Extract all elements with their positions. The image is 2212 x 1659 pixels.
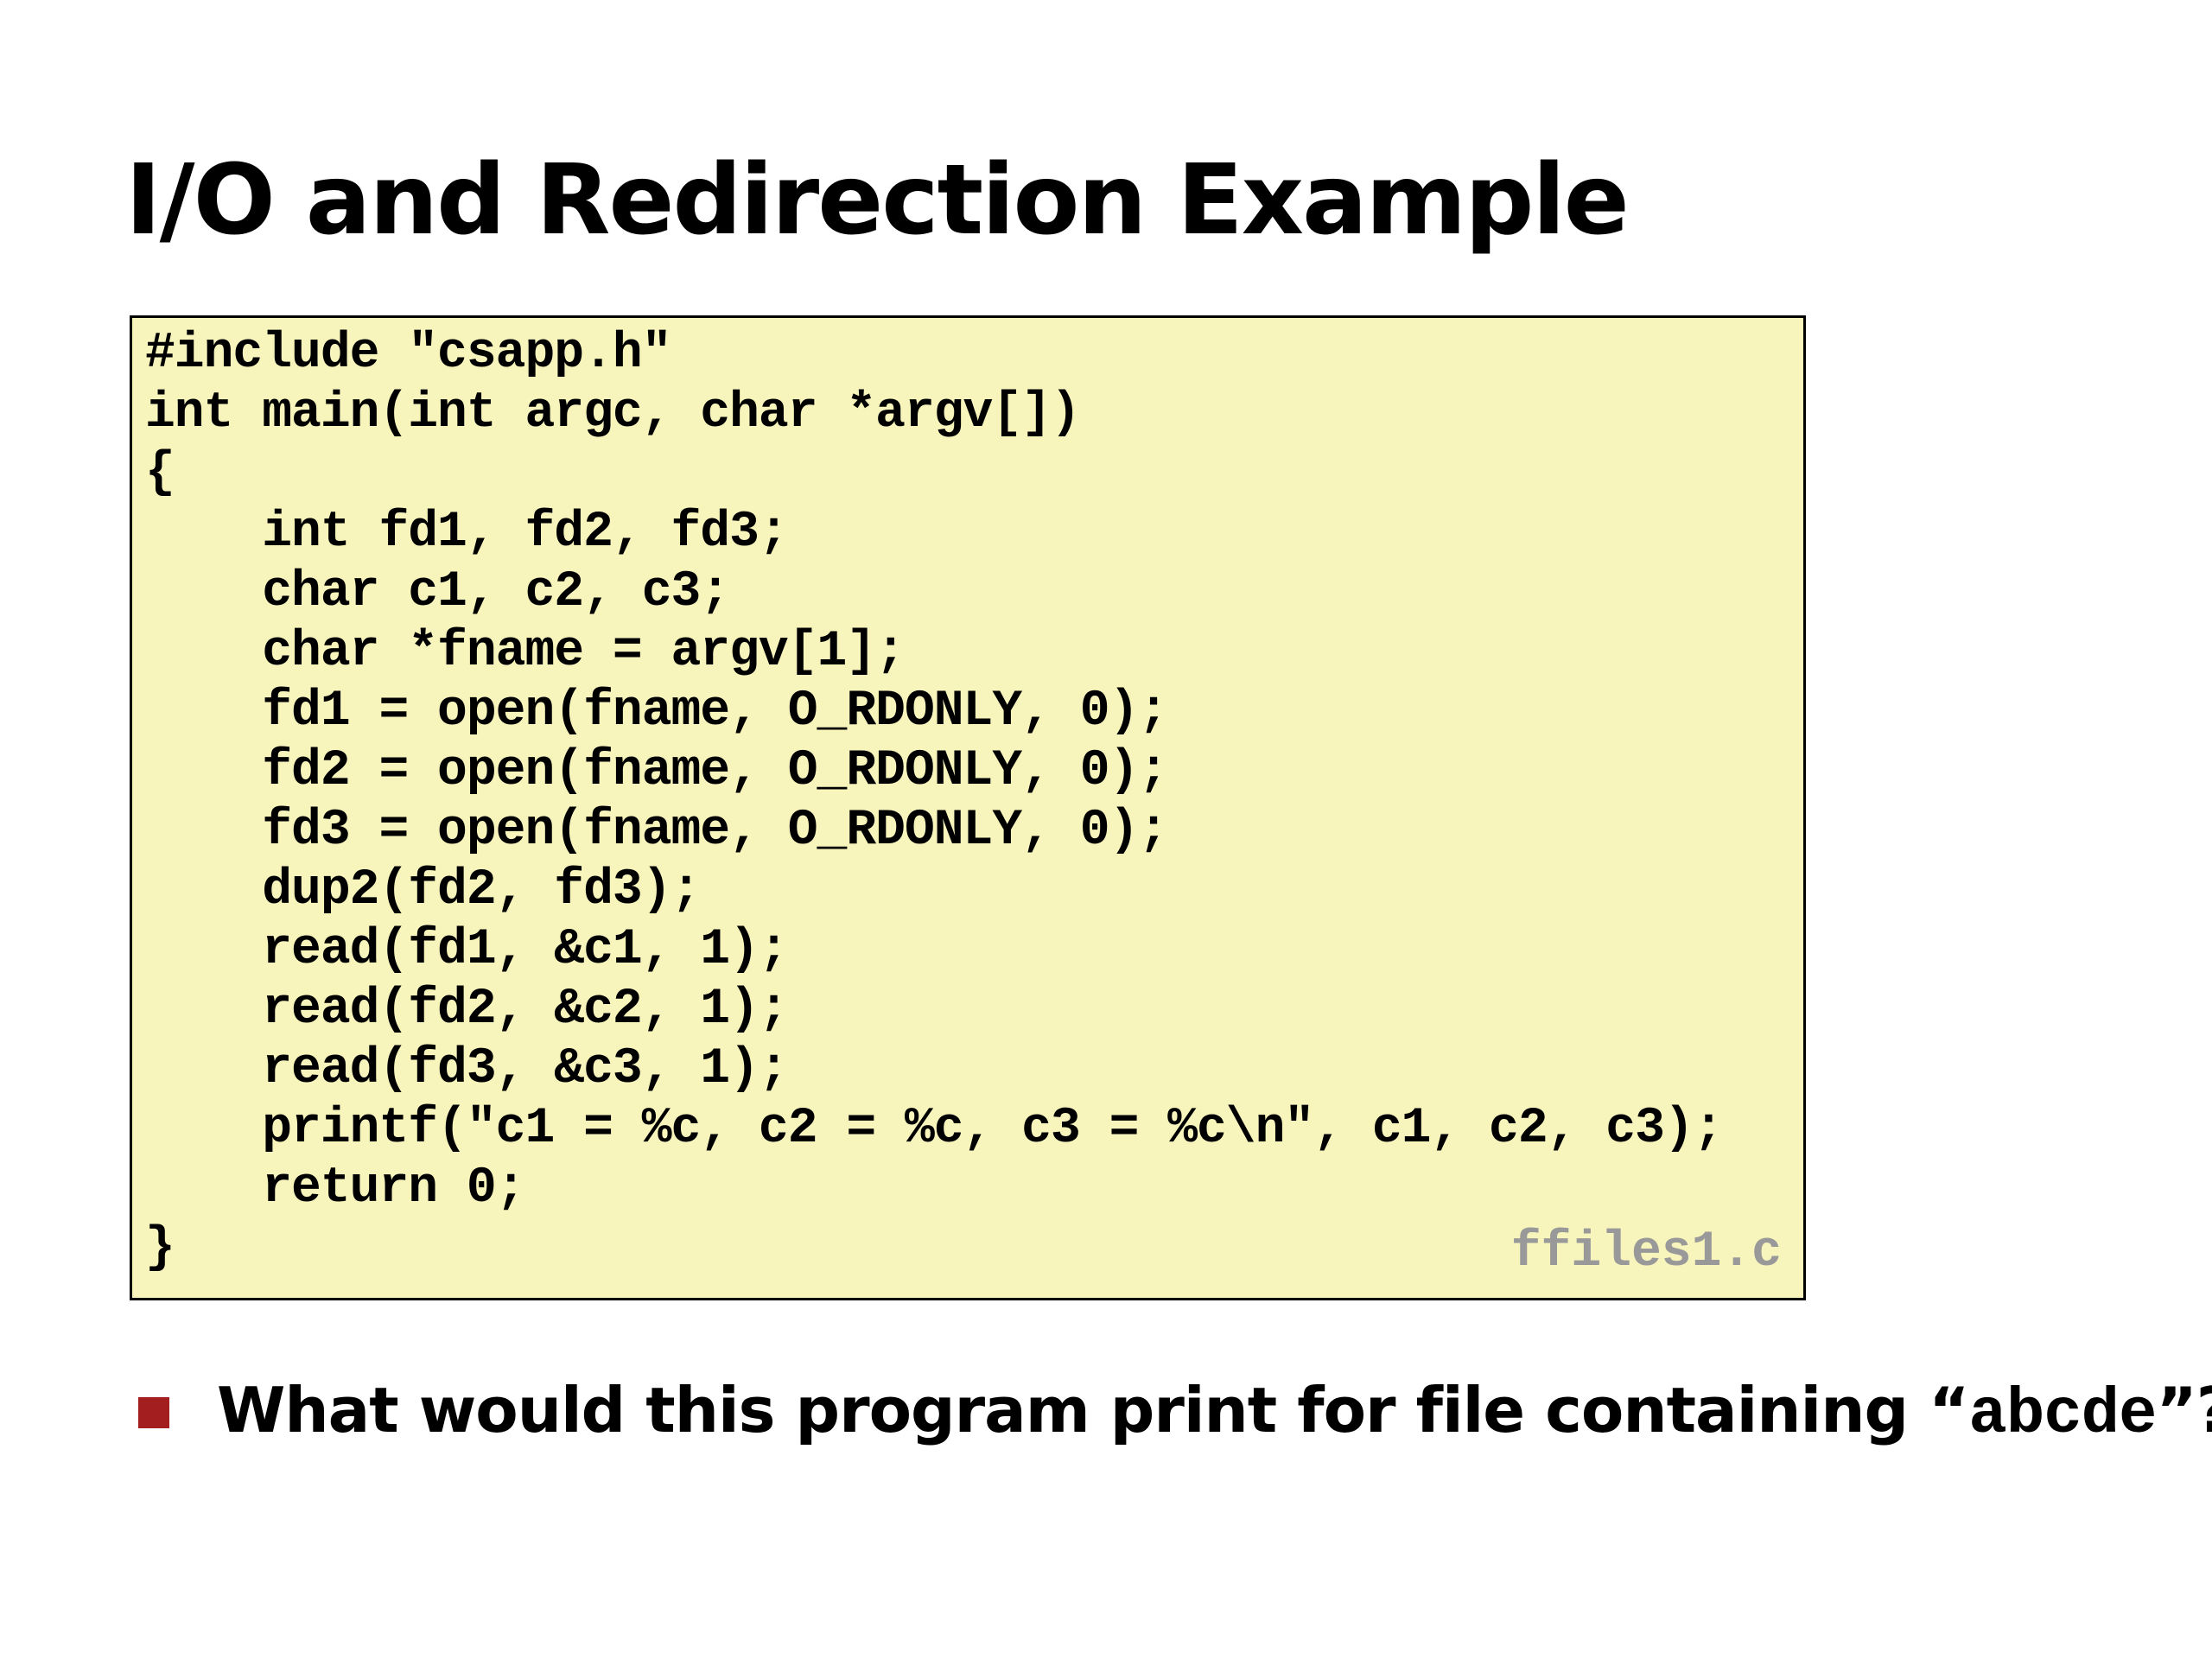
code-file-name: ffiles1.c xyxy=(1510,1224,1782,1281)
bullet-question: What would this program print for file c… xyxy=(138,1365,2212,1460)
code-lines: #include "csapp.h" int main(int argc, ch… xyxy=(145,324,1724,1278)
code-line: printf("c1 = %c, c2 = %c, c3 = %c\n", c1… xyxy=(145,1101,1723,1157)
bullet-inline-code: abcde xyxy=(1968,1379,2157,1452)
code-line: read(fd3, &c3, 1); xyxy=(145,1041,789,1097)
code-line: fd3 = open(fname, O_RDONLY, 0); xyxy=(145,803,1168,859)
code-line: { xyxy=(145,445,175,501)
code-line: char c1, c2, c3; xyxy=(145,564,730,620)
slide-title: I/O and Redirection Example xyxy=(125,144,1630,257)
code-listing: #include "csapp.h" int main(int argc, ch… xyxy=(130,315,1806,1300)
code-line: fd1 = open(fname, O_RDONLY, 0); xyxy=(145,683,1168,740)
code-line: read(fd2, &c2, 1); xyxy=(145,982,789,1038)
square-bullet-icon xyxy=(138,1397,169,1428)
code-line: #include "csapp.h" xyxy=(145,326,672,382)
code-line: fd2 = open(fname, O_RDONLY, 0); xyxy=(145,743,1168,799)
code-line: return 0; xyxy=(145,1160,525,1217)
code-line: int fd1, fd2, fd3; xyxy=(145,505,789,561)
bullet-text: What would this program print for file c… xyxy=(217,1374,2212,1452)
bullet-text-after: ”? xyxy=(2156,1374,2212,1446)
code-line: dup2(fd2, fd3); xyxy=(145,862,701,918)
bullet-text-before: What would this program print for file c… xyxy=(217,1374,1969,1446)
code-line: int main(int argc, char *argv[]) xyxy=(145,385,1081,442)
code-line: read(fd1, &c1, 1); xyxy=(145,922,789,978)
code-line: char *fname = argv[1]; xyxy=(145,624,906,680)
code-line: } xyxy=(145,1220,175,1276)
